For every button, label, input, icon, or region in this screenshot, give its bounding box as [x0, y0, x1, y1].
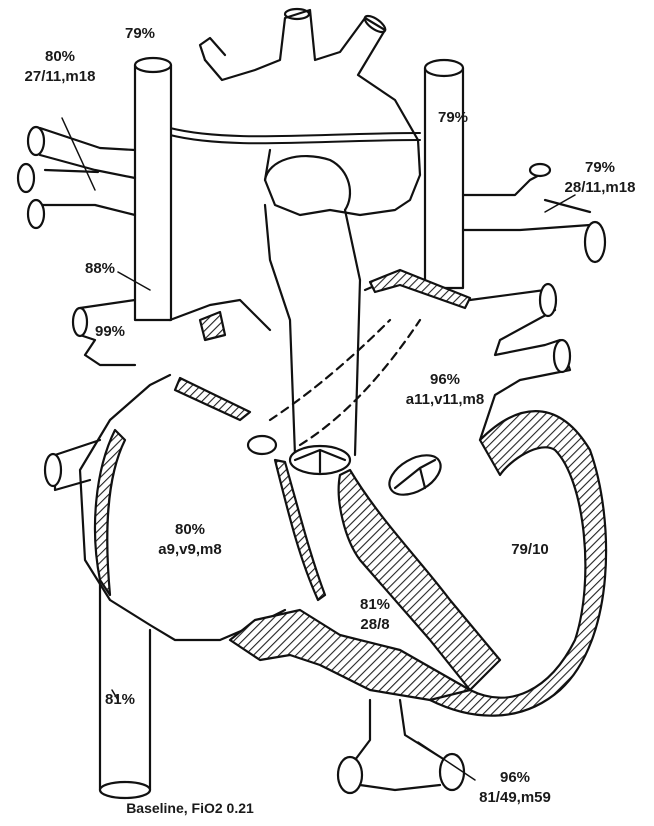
- aorta-saturation: 96%: [499, 769, 531, 786]
- innominate-lower-branch: [38, 168, 137, 217]
- left-ventricle-pressure-label: 79/10: [511, 541, 549, 558]
- svc-saturation-label: 79%: [124, 25, 156, 42]
- head-vessel-mid-opening: [283, 7, 311, 21]
- aortic-arch: [203, 8, 422, 217]
- pulmonary-trunk: [263, 203, 362, 457]
- leader-aorta-96: [417, 741, 476, 781]
- azygos-opening: [71, 306, 89, 338]
- la-pressure: a11,v11,m8: [405, 391, 485, 408]
- ra-upper-wall: [173, 376, 252, 422]
- lpa-label: 79% 28/11,m18: [555, 158, 645, 198]
- innominate-saturation: 80%: [44, 48, 76, 65]
- leader-svc-88: [117, 271, 151, 291]
- ductus-ligament-2: [169, 127, 421, 138]
- la-saturation: 96%: [429, 371, 461, 388]
- leader-lpa: [544, 194, 576, 213]
- head-vessel-right-opening: [363, 14, 387, 34]
- left-atrium-label: 96% a11,v11,m8: [390, 370, 500, 410]
- septum-wall: [337, 468, 502, 692]
- descending-aorta: [423, 66, 465, 290]
- abdominal-left-opening: [336, 755, 364, 795]
- pulmonary-valve-leaflets: [293, 448, 347, 474]
- right-atrium: [78, 298, 287, 642]
- svc-wall-patch: [198, 310, 227, 342]
- lpa-top-opening: [528, 162, 552, 178]
- rv-saturation: 81%: [359, 596, 391, 613]
- lpa-opening: [583, 220, 607, 264]
- tricuspid-leaflet: [273, 458, 327, 602]
- aortic-valve-leaflets: [393, 458, 437, 490]
- innominate-label: 80% 27/11,m18: [15, 47, 105, 87]
- ra-pressure: a9,v9,m8: [158, 541, 222, 558]
- innominate-pressure: 27/11,m18: [24, 68, 96, 85]
- superior-vena-cava: [133, 63, 173, 322]
- innominate-lower-opening: [26, 198, 46, 230]
- dashed-left-border: [268, 318, 392, 422]
- abdominal-aorta-lower: [358, 783, 442, 792]
- ra-saturation: 80%: [174, 521, 206, 538]
- dashed-right-border: [298, 318, 422, 447]
- descending-aorta-opening: [423, 58, 465, 78]
- left-ra-vessel-opening: [43, 452, 63, 488]
- ductus-ligament: [169, 134, 421, 145]
- ra-wall: [93, 428, 127, 597]
- inferior-vena-cava: [98, 568, 152, 792]
- innominate-upper-opening: [26, 125, 46, 157]
- figure-caption: Baseline, FiO2 0.21: [126, 800, 254, 816]
- ivc-saturation-label: 81%: [104, 691, 136, 708]
- pulmonary-vein-lower: [552, 338, 572, 374]
- right-ventricle-label: 81% 28/8: [340, 595, 410, 635]
- leader-ivc: [111, 689, 119, 701]
- aorta-label: 96% 81/49,m59: [465, 768, 565, 808]
- rv-floor-wall: [228, 608, 472, 702]
- azygos-saturation-label: 99%: [94, 323, 126, 340]
- leader-innominate: [61, 117, 96, 191]
- la-top-wall: [368, 268, 472, 310]
- rv-pressure: 28/8: [360, 616, 390, 633]
- pulmonary-vein-upper: [538, 282, 558, 318]
- arch-inner-contour: [263, 155, 352, 212]
- head-vessel-left: [198, 36, 227, 62]
- svc-opening: [133, 56, 173, 74]
- mitral-valve: [246, 434, 278, 456]
- lpa-pressure: 28/11,m18: [564, 179, 636, 196]
- innominate-middle-opening: [16, 162, 36, 194]
- svc-mid-saturation-label: 88%: [84, 260, 116, 277]
- ivc-opening: [98, 780, 152, 800]
- right-atrium-label: 80% a9,v9,m8: [140, 520, 240, 560]
- aorta-pressure: 81/49,m59: [479, 789, 551, 806]
- lpa-saturation: 79%: [584, 159, 616, 176]
- descending-aorta-saturation-label: 79%: [437, 109, 469, 126]
- aortic-valve: [388, 454, 442, 496]
- innominate-vein: [38, 126, 137, 180]
